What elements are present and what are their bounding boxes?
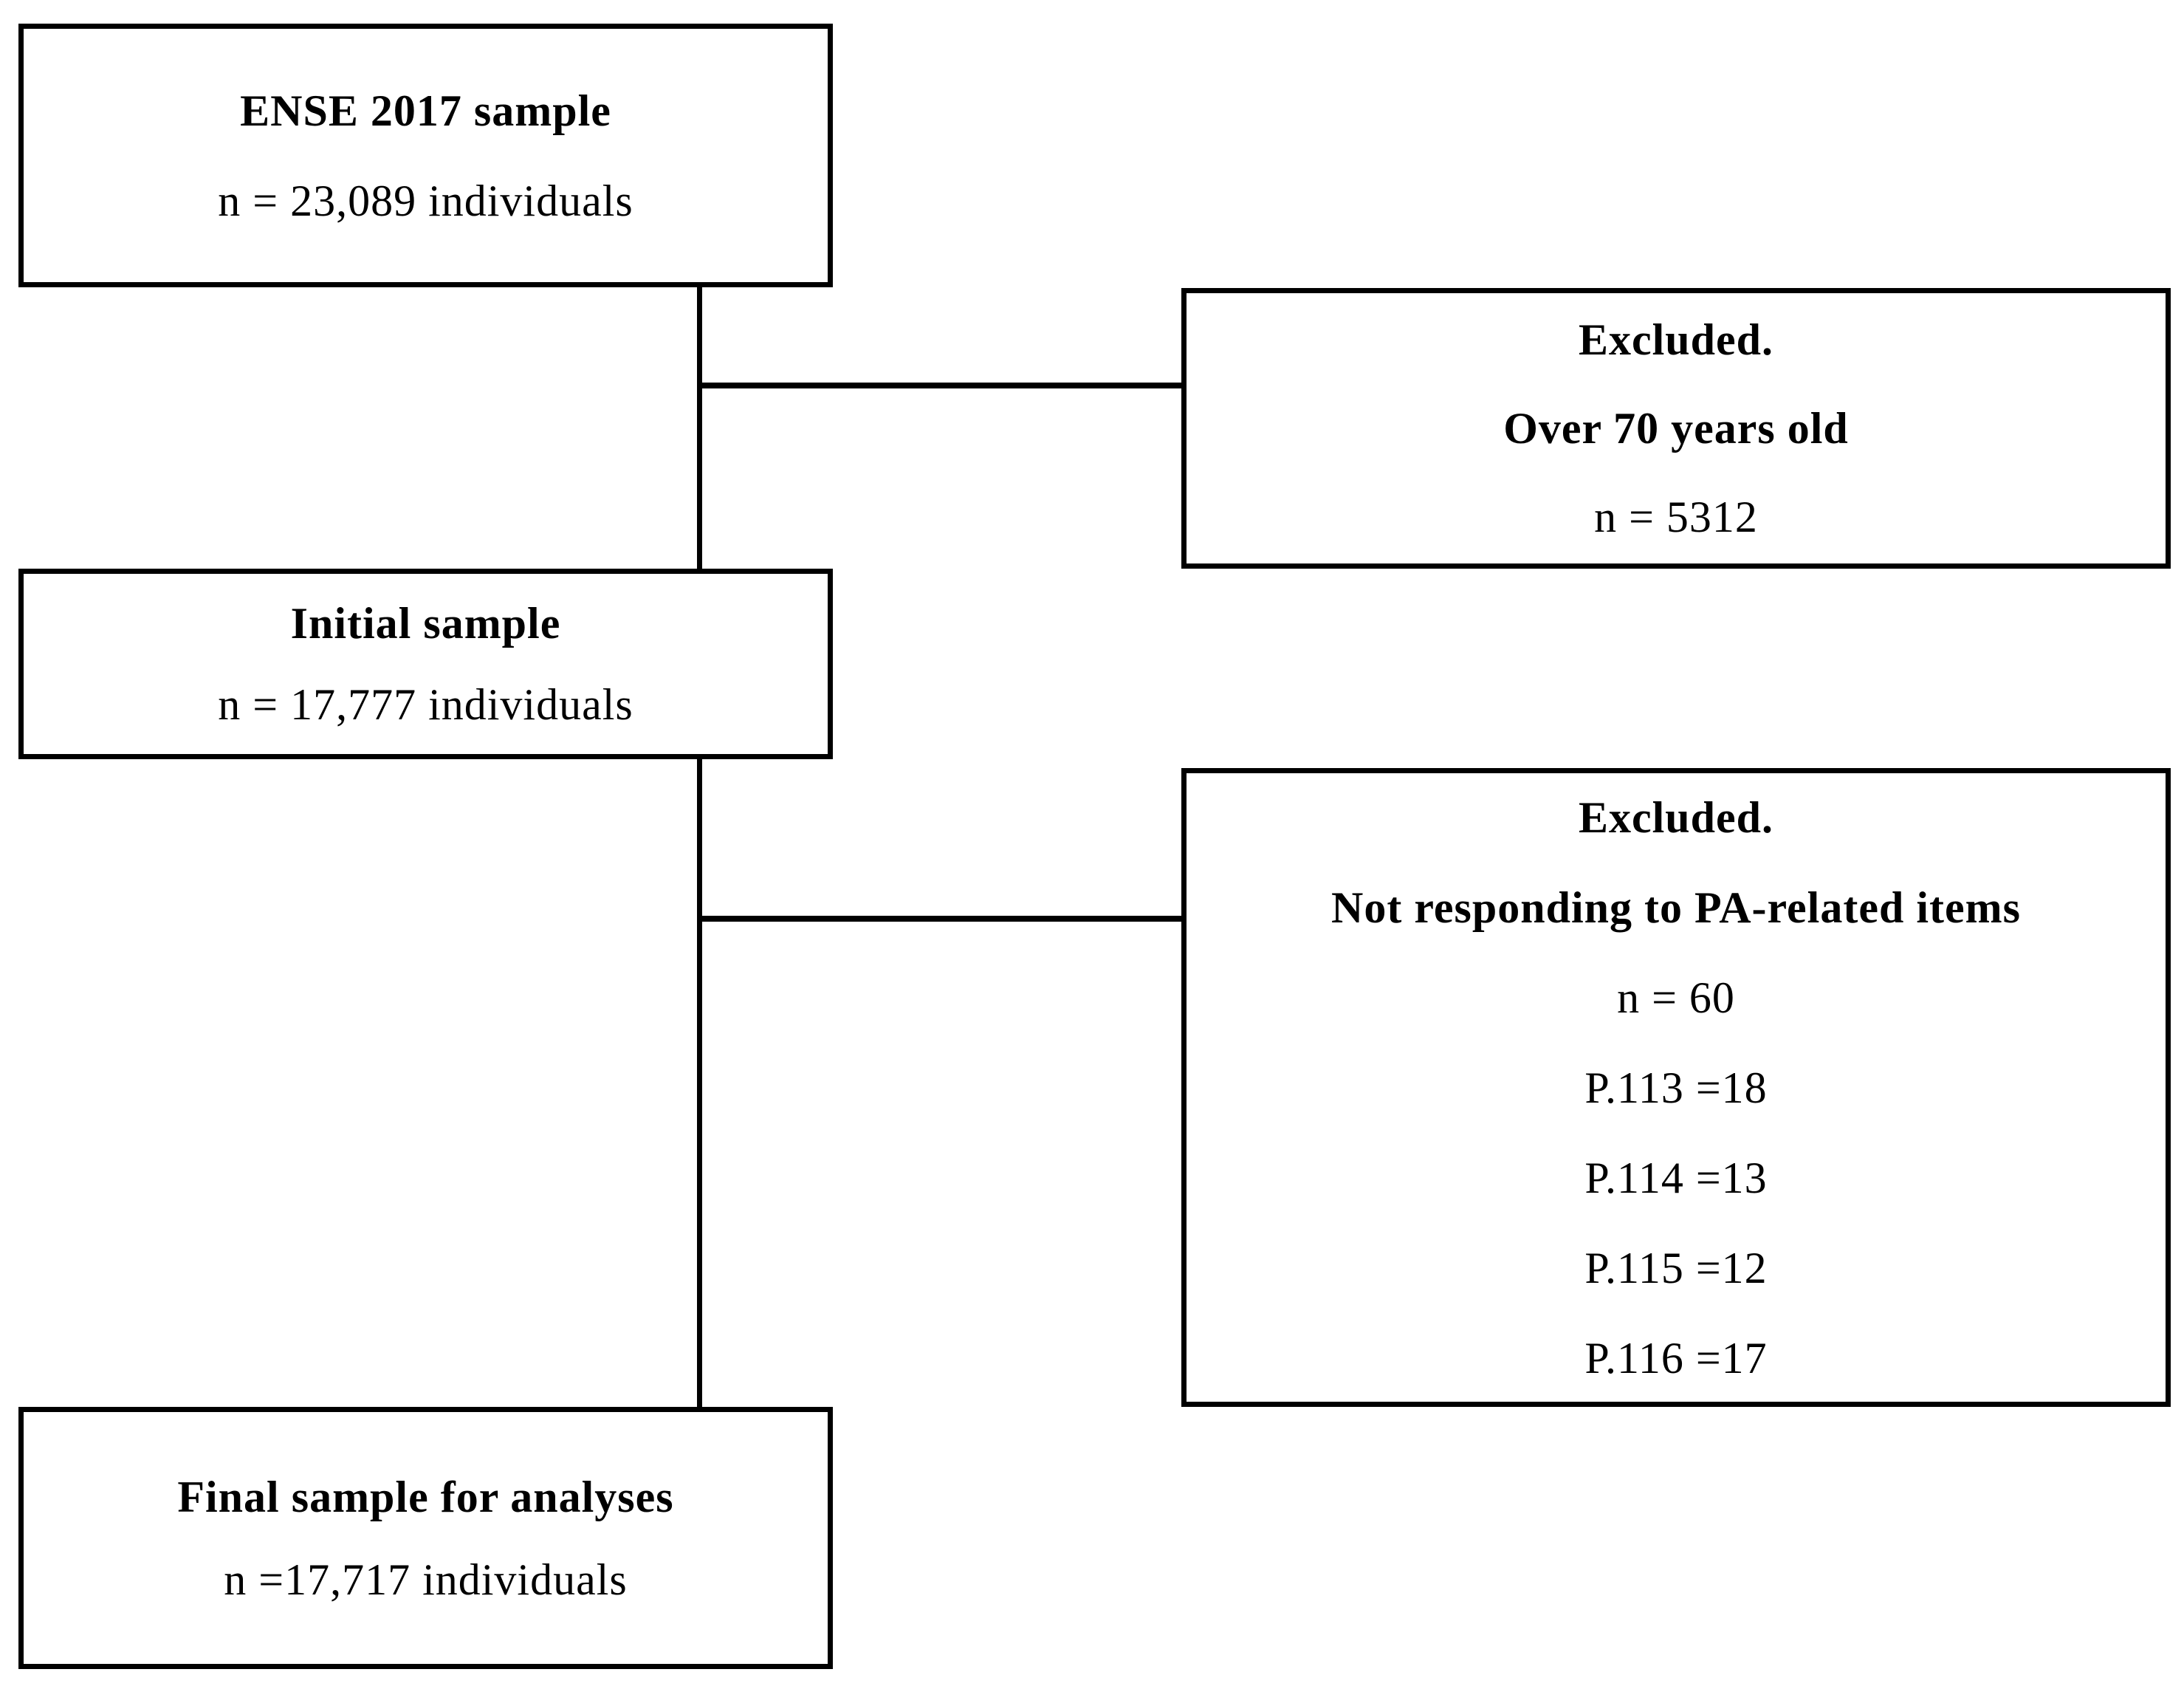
excluded-pa-detail-p114: P.114 =13	[1584, 1153, 1768, 1202]
excluded-pa-detail-p115: P.115 =12	[1584, 1243, 1768, 1292]
initial-sample-count: n = 17,777 individuals	[218, 680, 633, 729]
excluded-pa-detail-p113: P.113 =18	[1584, 1063, 1768, 1112]
excluded-pa-count: n = 60	[1617, 973, 1735, 1022]
final-sample-title: Final sample for analyses	[177, 1472, 674, 1521]
excluded-age-box: Excluded. Over 70 years old n = 5312	[1181, 288, 2171, 569]
final-sample-box: Final sample for analyses n =17,717 indi…	[18, 1407, 833, 1669]
excluded-age-count: n = 5312	[1594, 493, 1758, 541]
final-sample-count: n =17,717 individuals	[224, 1555, 628, 1604]
excluded-age-reason: Over 70 years old	[1503, 404, 1849, 453]
connector-branch-excluded-age	[697, 383, 1187, 388]
connector-ense-to-initial	[697, 285, 702, 572]
connector-initial-to-final	[697, 756, 702, 1410]
ense-sample-count: n = 23,089 individuals	[218, 176, 633, 225]
ense-sample-title: ENSE 2017 sample	[240, 86, 611, 135]
initial-sample-title: Initial sample	[290, 599, 561, 648]
excluded-age-title: Excluded.	[1578, 315, 1774, 364]
initial-sample-box: Initial sample n = 17,777 individuals	[18, 569, 833, 759]
excluded-pa-title: Excluded.	[1578, 792, 1774, 842]
connector-branch-excluded-pa	[697, 916, 1187, 922]
excluded-pa-detail-p116: P.116 =17	[1584, 1333, 1768, 1383]
ense-sample-box: ENSE 2017 sample n = 23,089 individuals	[18, 24, 833, 287]
excluded-pa-reason: Not responding to PA-related items	[1331, 883, 2021, 932]
excluded-pa-box: Excluded. Not responding to PA-related i…	[1181, 768, 2171, 1407]
